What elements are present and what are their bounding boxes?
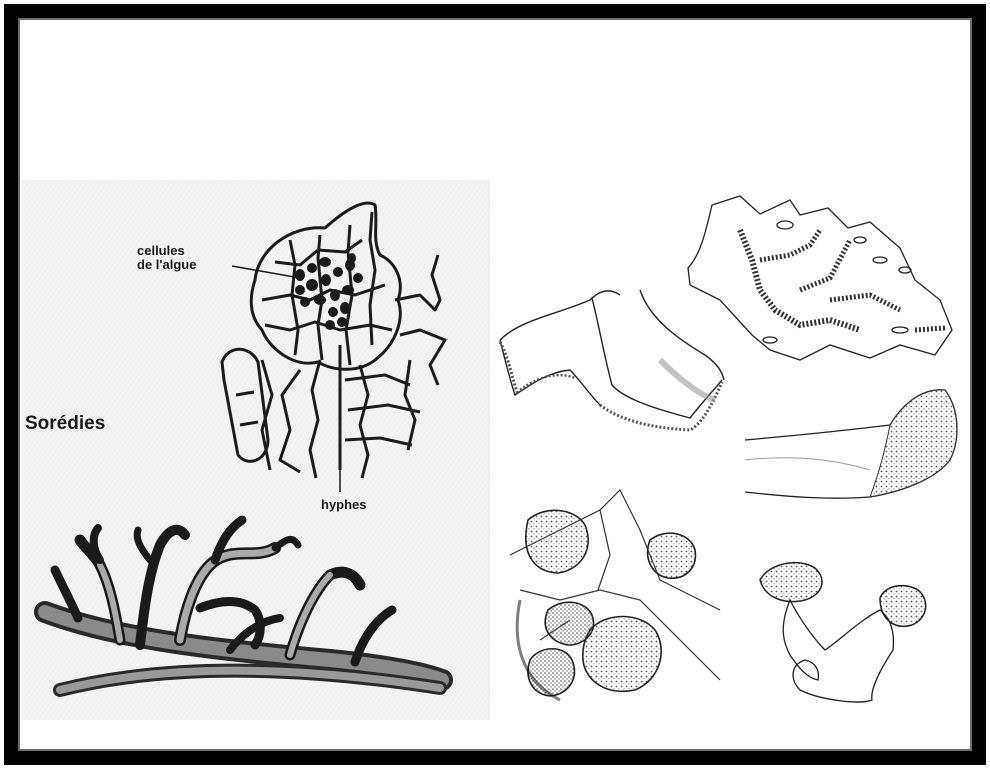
- rounded-soralia-illustration: [510, 490, 720, 700]
- lobe-soralia-illustration: [500, 290, 724, 430]
- label-soredia: Sorédies: [25, 414, 105, 434]
- crustose-soralia-illustration: [688, 196, 952, 360]
- label-hyphae: hyphes: [321, 498, 367, 512]
- curled-lobe-illustration: [745, 390, 957, 498]
- capitate-soralia-illustration: [760, 563, 926, 702]
- label-algae-cells: cellules de l'algue: [137, 244, 196, 271]
